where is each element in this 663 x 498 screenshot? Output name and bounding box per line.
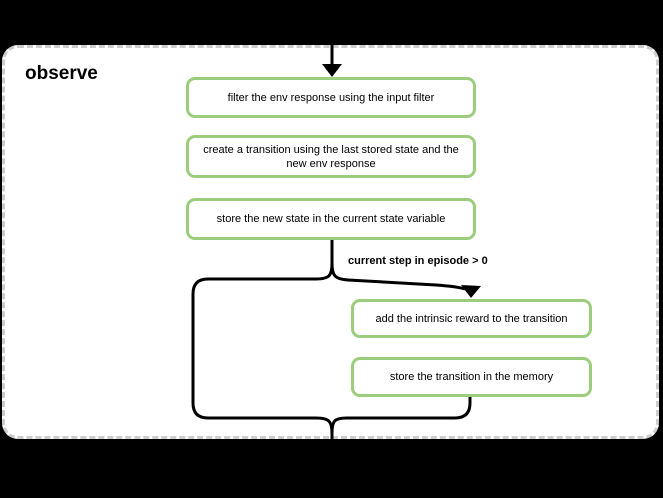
node-store-new-state: store the new state in the current state… <box>186 198 476 240</box>
node-add-intrinsic-reward: add the intrinsic reward to the transiti… <box>351 299 592 338</box>
node-label: create a transition using the last store… <box>203 143 459 170</box>
condition-label: current step in episode > 0 <box>348 255 488 267</box>
node-create-transition: create a transition using the last store… <box>186 135 476 178</box>
node-label: store the transition in the memory <box>389 371 554 383</box>
node-filter-env-response: filter the env response using the input … <box>186 77 476 118</box>
node-label: store the new state in the current state… <box>216 213 446 225</box>
node-label: filter the env response using the input … <box>227 91 435 104</box>
group-title: observe <box>25 63 98 84</box>
node-store-transition: store the transition in the memory <box>351 357 592 397</box>
node-label: add the intrinsic reward to the transiti… <box>375 312 568 325</box>
